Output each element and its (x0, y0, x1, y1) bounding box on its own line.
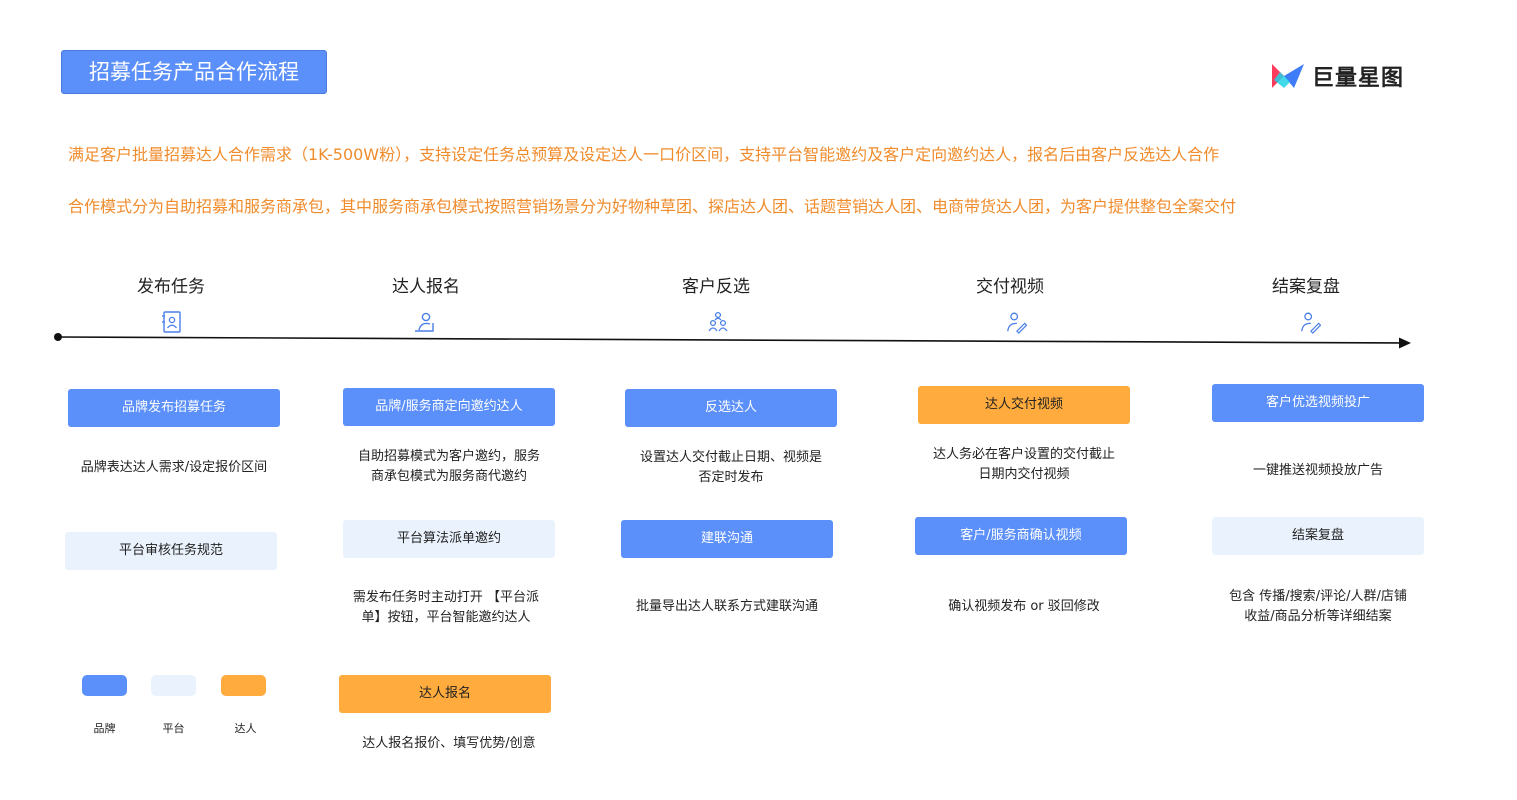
note-deliver: 达人务必在客户设置的交付截止 日期内交付视频 (918, 445, 1130, 485)
legend-label-creator: 达人 (234, 722, 257, 735)
step-creator-signup: 达人报名 (339, 675, 551, 713)
stage-title-signup: 达人报名 (392, 277, 460, 297)
note-signup: 达人报名报价、填写优势/创意 (362, 736, 536, 751)
note-select-line-2: 否定时发布 (698, 470, 764, 485)
step-brand-publish-task: 品牌发布招募任务 (68, 389, 280, 427)
stage-title-select: 客户反选 (682, 277, 750, 297)
note-select-line-1: 设置达人交付截止日期、视频是 (639, 450, 822, 465)
step-select-creators: 反选达人 (625, 389, 837, 427)
note-brand-needs: 品牌表达达人需求/设定报价区间 (80, 460, 268, 475)
step-final-review: 结案复盘 (1212, 517, 1424, 555)
stage-title-publish: 发布任务 (137, 277, 205, 297)
step-confirm-video: 客户/服务商确认视频 (915, 517, 1127, 555)
description-line-1: 满足客户批量招募达人合作需求（1K-500W粉），支持设定任务总预算及设定达人一… (68, 145, 1220, 164)
stage-title-review: 结案复盘 (1272, 277, 1340, 297)
note-review: 包含 传播/搜索/评论/人群/店铺 收益/商品分析等详细结案 (1212, 587, 1424, 627)
note-promote: 一键推送视频投放广告 (1252, 463, 1383, 478)
logo-mark-icon (1272, 64, 1304, 88)
page-title: 招募任务产品合作流程 (61, 50, 327, 94)
user-edit-icon (1007, 312, 1027, 334)
user-edit-icon (1301, 312, 1321, 334)
step-promote-video: 客户优选视频投广 (1212, 384, 1424, 422)
brand-logo: 巨量星图 (1270, 61, 1410, 91)
stage-title-deliver: 交付视频 (976, 277, 1044, 297)
note-contact: 批量导出达人联系方式建联沟通 (635, 599, 818, 614)
note-review-line-1: 包含 传播/搜索/评论/人群/店铺 (1229, 589, 1407, 604)
step-targeted-invite: 品牌/服务商定向邀约达人 (343, 388, 555, 426)
note-select: 设置达人交付截止日期、视频是 否定时发布 (625, 448, 837, 488)
legend-swatch-platform (151, 675, 196, 696)
note-confirm: 确认视频发布 or 驳回修改 (948, 599, 1100, 614)
note-review-line-2: 收益/商品分析等详细结案 (1244, 609, 1392, 624)
note-dispatch: 需发布任务时主动打开 【平台派 单】按钮，平台智能邀约达人 (340, 588, 552, 628)
legend-swatch-brand (82, 675, 127, 696)
step-build-contact: 建联沟通 (621, 520, 833, 558)
description-line-2: 合作模式分为自助招募和服务商承包，其中服务商承包模式按照营销场景分为好物种草团、… (68, 197, 1237, 216)
note-invite-modes-line-1: 自助招募模式为客户邀约，服务 (357, 449, 540, 464)
signup-user-icon (415, 312, 434, 332)
step-platform-review: 平台审核任务规范 (65, 532, 277, 570)
step-creator-deliver: 达人交付视频 (918, 386, 1130, 424)
note-invite-modes-line-2: 商承包模式为服务商代邀约 (370, 469, 527, 484)
note-dispatch-line-2: 单】按钮，平台智能邀约达人 (361, 610, 531, 625)
logo-text: 巨量星图 (1312, 66, 1405, 91)
legend-label-brand: 品牌 (93, 722, 116, 735)
group-users-icon (708, 311, 728, 332)
legend-label-platform: 平台 (162, 722, 185, 735)
document-user-icon (162, 311, 181, 333)
legend-swatch-creator (221, 675, 266, 696)
note-deliver-line-2: 日期内交付视频 (978, 467, 1070, 482)
note-invite-modes: 自助招募模式为客户邀约，服务 商承包模式为服务商代邀约 (343, 447, 555, 487)
note-deliver-line-1: 达人务必在客户设置的交付截止 (932, 447, 1115, 462)
step-algorithm-dispatch: 平台算法派单邀约 (343, 520, 555, 558)
note-dispatch-line-1: 需发布任务时主动打开 【平台派 (352, 590, 540, 605)
